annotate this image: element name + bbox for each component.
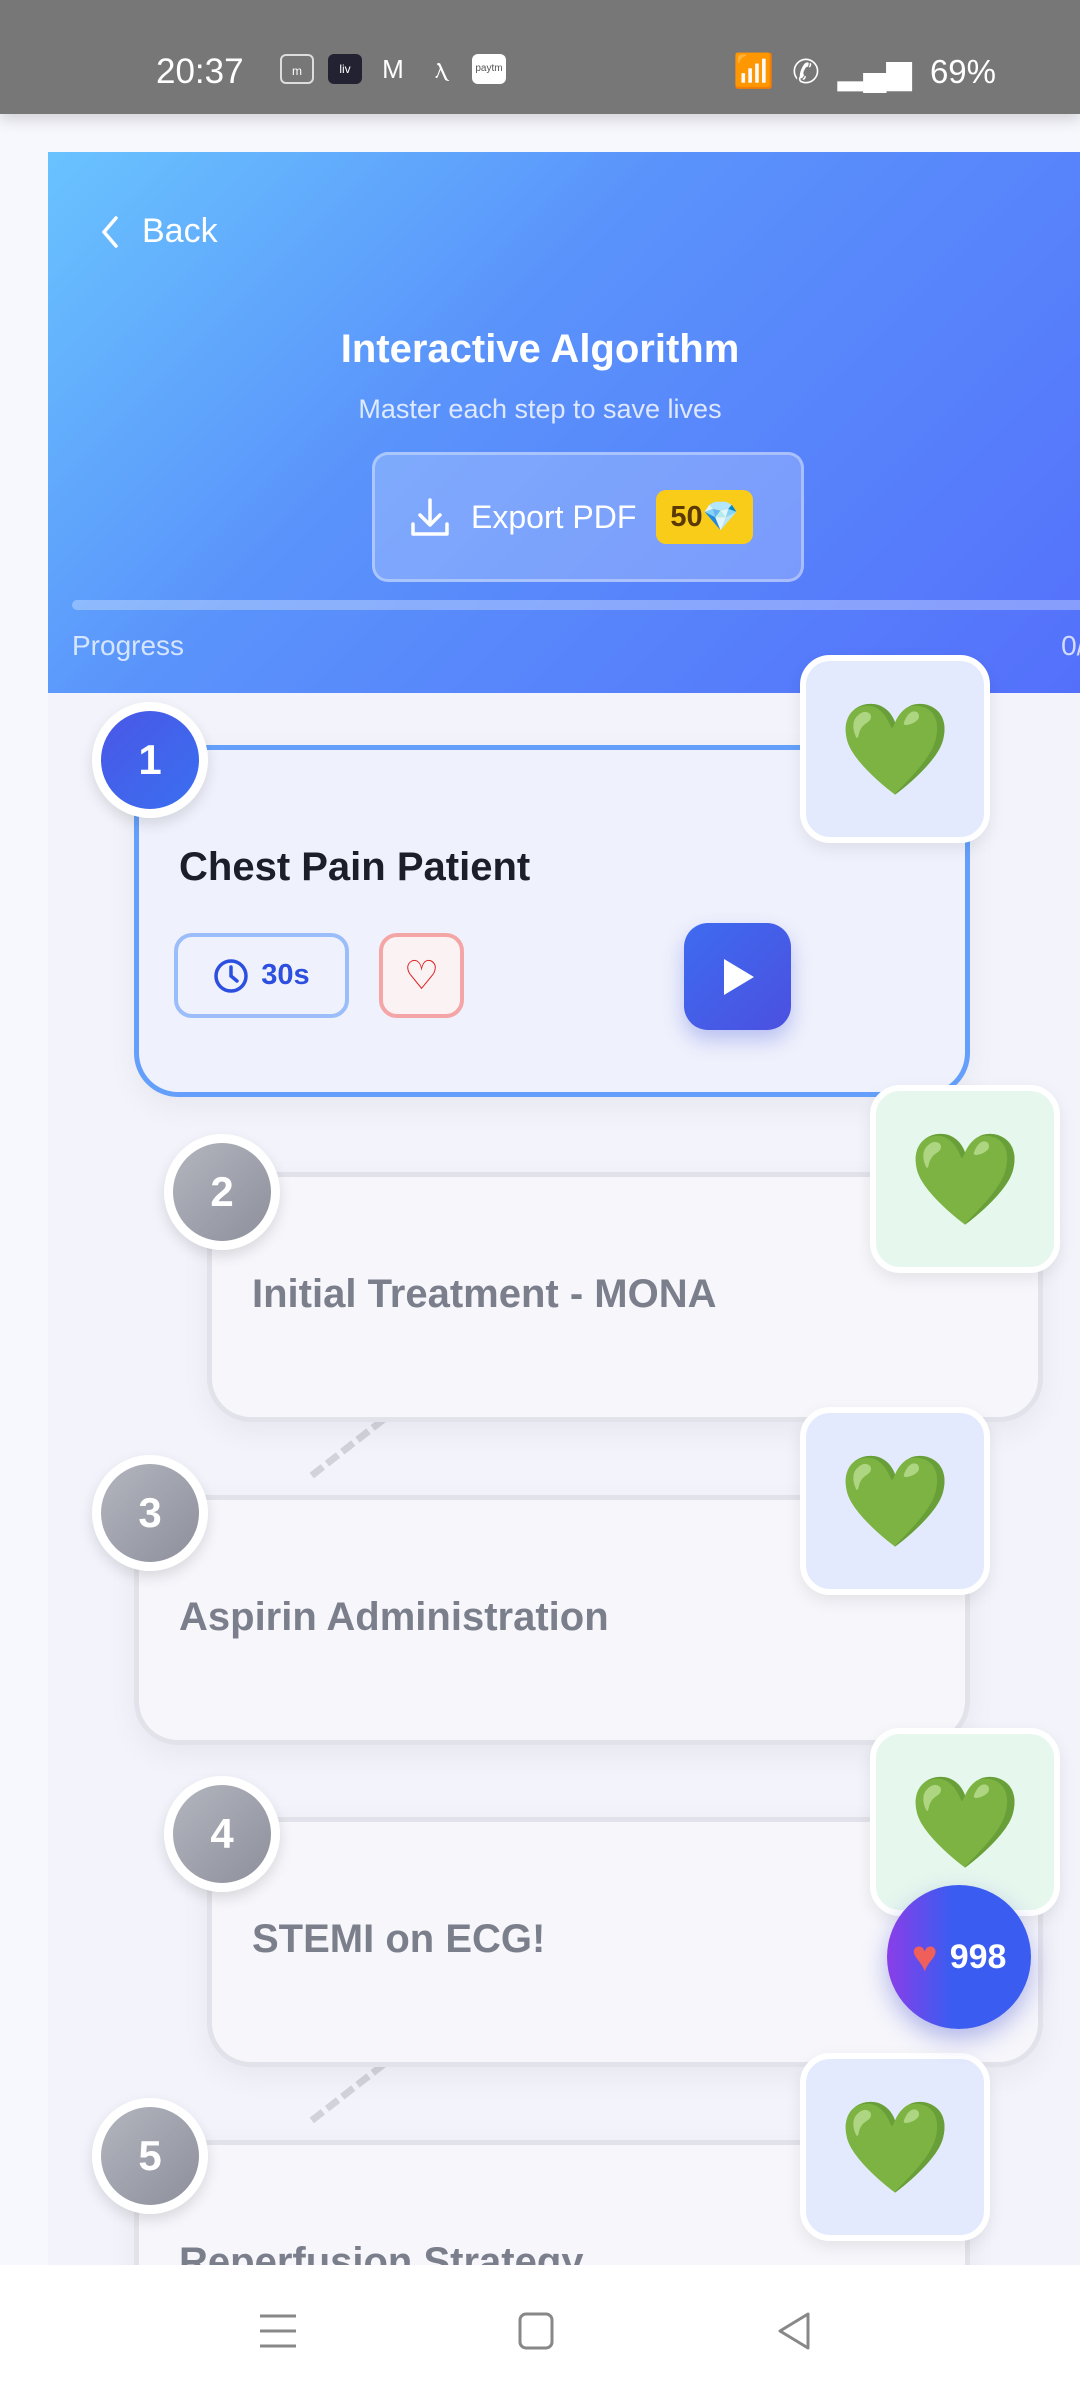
back-nav-icon[interactable] [776, 2311, 812, 2356]
step-title: Chest Pain Patient [179, 845, 531, 889]
step-card-3[interactable]: Aspirin Administration [134, 1495, 970, 1745]
time-chip: 30s [174, 933, 349, 1018]
airtel-icon: ⲗ [434, 54, 448, 84]
wifi-icon: 📶 [733, 52, 775, 89]
signal-icon: ▂▄▆ [837, 53, 912, 90]
paytm-icon: paytm [472, 54, 506, 84]
navigation-bar [0, 2265, 1080, 2400]
play-button[interactable] [684, 923, 791, 1030]
gmail-icon: M [382, 54, 404, 84]
algorithm-screen: Back Interactive Algorithm Master each s… [48, 152, 1080, 2265]
page-title: Interactive Algorithm [340, 327, 740, 371]
favorite-button[interactable]: ♡ [379, 933, 464, 1018]
step-number-badge: 4 [164, 1776, 280, 1892]
status-bar: 20:37 m liv M ⲗ paytm 📶 ✆ ▂▄▆ 69% [0, 0, 1080, 114]
status-time: 20:37 [156, 52, 244, 91]
time-value: 30s [261, 959, 310, 991]
sad-heart-mascot-icon: 💚 [800, 655, 990, 843]
step-number-badge: 5 [92, 2098, 208, 2214]
menu-icon[interactable] [258, 2311, 298, 2356]
back-button[interactable]: Back [100, 212, 218, 251]
m-app-icon: m [280, 54, 314, 84]
step-title: Initial Treatment - MONA [252, 1272, 717, 1316]
step-title: Reperfusion Strategy [179, 2240, 584, 2265]
cost-badge: 50💎 [656, 490, 753, 544]
lives-count: 998 [949, 1937, 1007, 1976]
happy-heart-mascot-icon: 💚 [870, 1085, 1060, 1273]
diamond-icon: 💎 [702, 501, 739, 533]
progress-label: Progress [72, 630, 185, 661]
heart-icon: ♡ [403, 953, 440, 998]
header: Back Interactive Algorithm Master each s… [48, 152, 1080, 693]
clock-icon [214, 958, 249, 993]
home-icon[interactable] [518, 2311, 554, 2356]
step-title: STEMI on ECG! [252, 1917, 546, 1961]
step-title: Aspirin Administration [179, 1595, 609, 1639]
wifi-call-icon: ✆ [792, 53, 820, 90]
export-label: Export PDF [471, 498, 637, 535]
sony-liv-icon: liv [328, 54, 362, 84]
happy-heart-mascot-icon: 💚 [800, 2053, 990, 2241]
back-label: Back [142, 212, 218, 250]
step-number-badge: 2 [164, 1134, 280, 1250]
step-number-badge: 1 [92, 702, 208, 818]
progress-bar [72, 600, 1080, 610]
progress-count: 0/1 [1061, 630, 1080, 661]
happy-heart-mascot-icon: 💚 [800, 1407, 990, 1595]
export-pdf-button[interactable]: Export PDF 50💎 [372, 452, 804, 582]
step-card-1[interactable]: Chest Pain Patient 30s ♡ [134, 745, 970, 1097]
step-number-badge: 3 [92, 1455, 208, 1571]
download-icon [411, 498, 449, 536]
lives-button[interactable]: ♥ 998 [887, 1885, 1031, 2029]
page-subtitle: Master each step to save lives [358, 394, 722, 424]
play-icon [723, 958, 754, 995]
chevron-left-icon [101, 215, 118, 248]
cost-value: 50 [670, 501, 703, 533]
notification-icons: m liv M ⲗ paytm [280, 54, 506, 84]
system-icons: 📶 ✆ ▂▄▆ 69% [733, 52, 996, 91]
heart-icon: ♥ [911, 1932, 938, 1981]
battery-percent: 69% [929, 52, 996, 90]
